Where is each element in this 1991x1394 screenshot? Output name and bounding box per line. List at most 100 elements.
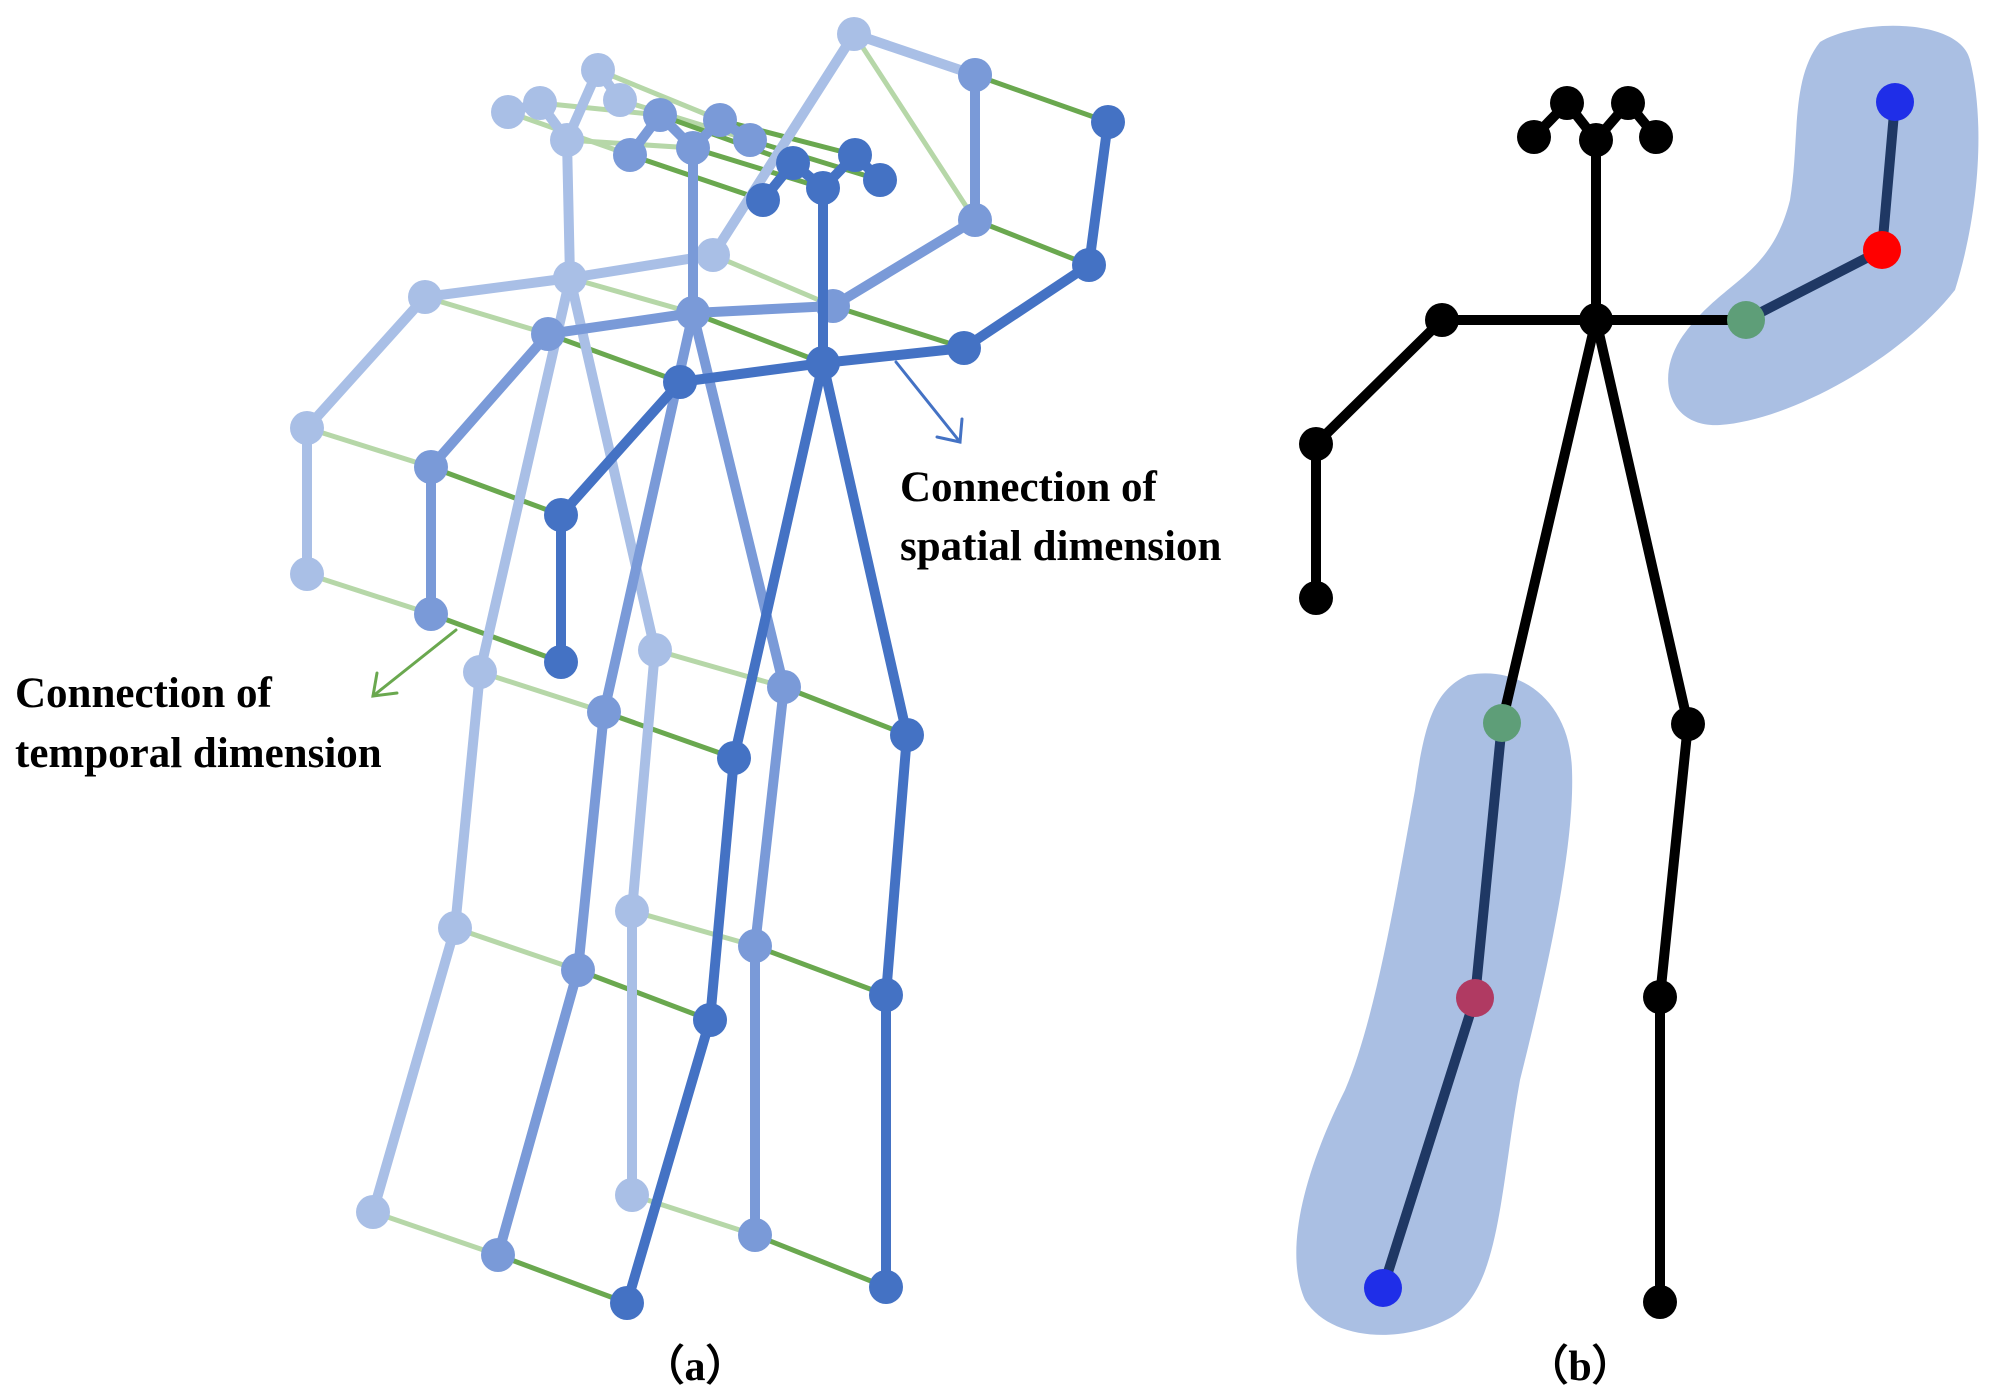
temporal-link (567, 275, 696, 316)
temporal-link (830, 303, 967, 351)
frame-2-joint (663, 365, 697, 399)
frame-2-bone (622, 1015, 715, 1308)
temporal-link (428, 611, 564, 665)
joint-right-knee (1671, 707, 1705, 741)
caption-b: （b） (1526, 1343, 1633, 1390)
joint-right-hand-blue (1876, 83, 1914, 121)
frame-1-joint (587, 695, 621, 729)
frame-0-joint (550, 123, 584, 157)
frame-1-joint (738, 1218, 772, 1252)
leg-highlight-region (1296, 673, 1573, 1335)
joint-neck (1579, 303, 1613, 337)
temporal-link (601, 709, 737, 761)
frame-0-bone (562, 135, 575, 283)
temporal-link (629, 908, 758, 949)
frame-0-joint (615, 1178, 649, 1212)
frame-0-bone (368, 923, 460, 1217)
temporal-connection-arrow (371, 628, 458, 698)
temporal-annotation-line1: Connection of (15, 670, 272, 717)
arm-highlight-region (1668, 25, 1979, 426)
joint-right-ankle (1643, 980, 1677, 1014)
frame-0-joint (523, 86, 557, 120)
frame-1-joint (703, 103, 737, 137)
frame-0-bone (708, 29, 859, 260)
frame-2-bone (1084, 117, 1113, 270)
temporal-link (452, 925, 581, 973)
joint-left-foot-blue (1364, 1269, 1402, 1307)
temporal-link (781, 684, 910, 738)
temporal-link (657, 112, 796, 166)
temporal-link (537, 100, 663, 118)
frame-1-bone (493, 965, 583, 1260)
frame-0-joint (837, 17, 871, 51)
frame-1-joint (738, 929, 772, 963)
joint-left-eye (1550, 86, 1584, 120)
frame-0-joint (408, 280, 442, 314)
frame-2-joint (869, 1270, 903, 1304)
highlighted-bones (1378, 97, 1900, 1293)
temporal-link (428, 464, 564, 518)
frame-1-joint (676, 131, 710, 165)
skeleton-joints (1299, 86, 1705, 1319)
frame-0-bone (450, 667, 485, 933)
frame-1-bone (426, 329, 553, 472)
frame-2-joint (890, 718, 924, 752)
joint-left-shoulder (1425, 303, 1459, 337)
frame-0-joint (615, 894, 649, 928)
frame-0-joint (581, 53, 615, 87)
frame-0-bone (302, 292, 430, 433)
temporal-link (851, 31, 978, 223)
frame-1-bone (828, 215, 980, 311)
temporal-link (495, 1252, 630, 1306)
frame-1-joint (414, 450, 448, 484)
frame-2-joint (544, 498, 578, 532)
frame-2-joint (610, 1286, 644, 1320)
joint-right-shoulder-green (1727, 301, 1765, 339)
temporal-link (752, 1232, 889, 1290)
spatial-annotation-line1: Connection of (900, 464, 1157, 511)
frame-1-bone (543, 308, 698, 339)
temporal-link (752, 943, 889, 998)
frame-1-bone (750, 682, 789, 951)
frame-0-bone (627, 645, 660, 916)
frame-2-joint (1091, 105, 1125, 139)
spatial-annotation-line2: spatial dimension (900, 523, 1221, 570)
frame-2-joint (1072, 248, 1106, 282)
temporal-link (477, 669, 607, 715)
frame-2-joint (806, 346, 840, 380)
frame-2-bone (959, 260, 1094, 353)
frame-1-joint (767, 670, 801, 704)
joint-right-ear (1639, 120, 1673, 154)
frame-1-joint (958, 58, 992, 92)
frame-2-joint (863, 163, 897, 197)
frame-2-joint (693, 1003, 727, 1037)
frame-2-bone (556, 377, 685, 520)
temporal-link (652, 647, 787, 690)
frame-2-joint (947, 331, 981, 365)
frame-1-bone (688, 301, 838, 318)
spatial-connection-arrow (894, 360, 964, 444)
frame-1-joint (733, 123, 767, 157)
frame-0-joint (696, 238, 730, 272)
frame-0-joint (356, 1195, 390, 1229)
temporal-link (710, 252, 836, 309)
frame-2-joint (776, 146, 810, 180)
joint-left-ear (1517, 120, 1551, 154)
frame-2-joint (806, 171, 840, 205)
temporal-link (747, 137, 883, 183)
joint-left-wrist (1299, 581, 1333, 615)
joint-left-elbow (1299, 427, 1333, 461)
frame-1-joint (958, 203, 992, 237)
temporal-link (690, 310, 826, 366)
temporal-annotation-line2: temporal dimension (15, 730, 382, 777)
panel-a-spatiotemporal-graph (290, 17, 1125, 1320)
joint-right-eye (1611, 86, 1645, 120)
joint-left-hip-green (1483, 704, 1521, 742)
frame-2-bone (818, 358, 912, 740)
temporal-link (370, 1209, 501, 1258)
panel-b-skeleton (1296, 25, 1979, 1335)
frame-0-joint (290, 411, 324, 445)
frame-2-joint (544, 645, 578, 679)
frame-0-joint (603, 83, 637, 117)
joint-head-top (1579, 123, 1613, 157)
